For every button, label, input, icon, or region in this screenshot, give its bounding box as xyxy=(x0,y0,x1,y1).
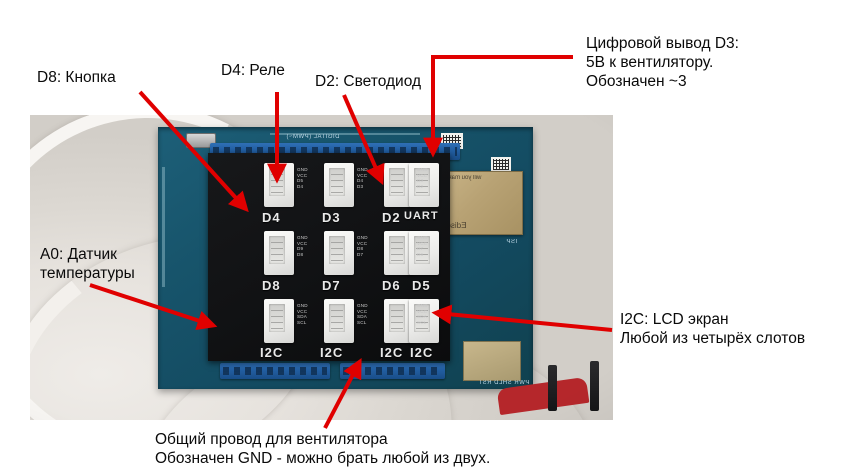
callout-d4: D4: Реле xyxy=(221,62,285,79)
grove-label-d2: D2 xyxy=(382,210,401,225)
grove-port-uart[interactable] xyxy=(409,163,439,207)
callout-d3: Цифровой вывод D3: 5В к вентилятору. Обо… xyxy=(586,35,739,90)
power-header[interactable] xyxy=(220,363,330,379)
grove-label-d4: D4 xyxy=(262,210,281,225)
grove-label-i2c-1: I2C xyxy=(260,345,284,360)
grove-label-i2c-4: I2C xyxy=(410,345,434,360)
grove-port-d7[interactable] xyxy=(324,231,354,275)
grove-port-i2c-4[interactable] xyxy=(409,299,439,343)
grove-port-i2c-2[interactable] xyxy=(324,299,354,343)
grove-label-d8: D8 xyxy=(262,278,281,293)
grove-base-shield: D4 D3 D2 UART D8 D7 D6 D5 I2C I2C I2C I2… xyxy=(208,153,450,361)
grove-port-d4[interactable] xyxy=(264,163,294,207)
wire-connector xyxy=(548,365,557,411)
digital-header-label: DIGITAL (PWM~) xyxy=(286,134,340,140)
grove-port-i2c-1[interactable] xyxy=(264,299,294,343)
grove-port-d3[interactable] xyxy=(324,163,354,207)
grove-label-i2c-3: I2C xyxy=(380,345,404,360)
grove-label-d6: D6 xyxy=(382,278,401,293)
wire-connector xyxy=(590,361,599,411)
grove-label-d3: D3 xyxy=(322,210,341,225)
isp-label: ISP xyxy=(505,239,517,245)
grove-label-i2c-2: I2C xyxy=(320,345,344,360)
callout-d2: D2: Светодиод xyxy=(315,73,422,90)
qr-sticker xyxy=(491,157,511,172)
analog-in-header[interactable] xyxy=(340,363,445,379)
callout-i2c: I2C: LCD экран Любой из четырёх слотов xyxy=(620,311,806,347)
grove-label-d5: D5 xyxy=(412,278,431,293)
callout-gnd: Общий провод для вентилятора Обозначен G… xyxy=(155,431,491,467)
grove-label-uart: UART xyxy=(404,210,439,222)
callout-d8: D8: Кнопка xyxy=(37,69,116,86)
grove-label-d7: D7 xyxy=(322,278,341,293)
grove-port-d5[interactable] xyxy=(409,231,439,275)
edison-module: Edison will you make? xyxy=(437,171,523,235)
callout-a0: A0: Датчик температуры xyxy=(40,246,135,282)
grove-port-d8[interactable] xyxy=(264,231,294,275)
